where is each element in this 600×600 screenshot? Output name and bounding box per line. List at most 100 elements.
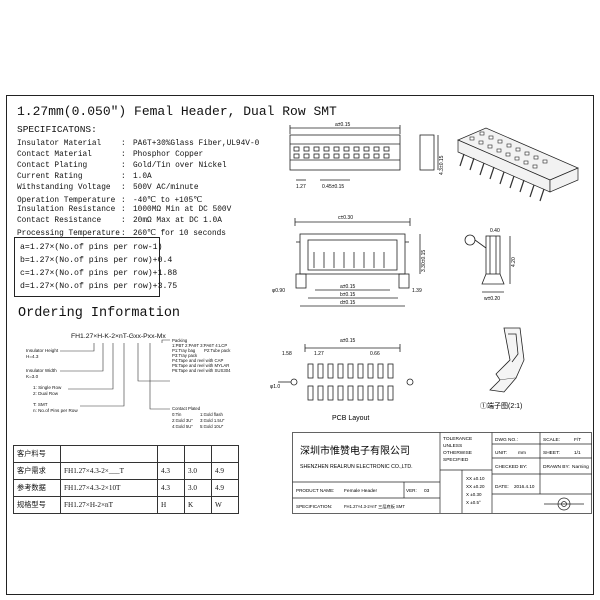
formula-d: d=1.27×(No.of pins per row)+3.75 — [20, 282, 178, 291]
spec-label: Contact Material — [17, 151, 92, 159]
formula-box: a=1.27×(No.of pins per row-1) b=1.27×(No… — [14, 237, 177, 297]
tol-x-05: X ±0.5° — [466, 500, 481, 505]
table-cell-h: 4.3 — [157, 479, 185, 497]
note-packing-mat: 1:PBT 2:PA9T 3:PA6T 4:LCP — [172, 343, 228, 348]
ver-label: VER: — [406, 488, 417, 493]
spec-label: Insulator Material — [17, 140, 102, 148]
table-cell-h: H — [157, 496, 185, 514]
tol-x-030: X ±0.30 — [466, 492, 482, 497]
note-packing-p1: P1:Tray bag — [172, 348, 196, 353]
title-block: 深圳市惟赞电子有限公司 SHENZHEN REALRUN ELECTRONIC … — [292, 432, 592, 514]
spec-row: Current Rating:1.0A — [17, 173, 152, 181]
tolerance-label: TOLERANCE — [443, 436, 472, 442]
sheet-value: 1/1 — [574, 450, 581, 456]
tolerance-otherwise: OTHERWISE — [443, 450, 472, 456]
page-title: 1.27mm(0.050″) Femal Header, Dual Row SM… — [17, 104, 337, 119]
spec-label: Withstanding Voltage — [17, 184, 111, 192]
dim-top-127: 1.27 — [296, 184, 306, 190]
table-cell-part: FH1.27×4.3-2×10T — [60, 479, 158, 497]
ordering-title: Ordering Information — [18, 306, 181, 321]
table-cell-w: 4.9 — [211, 479, 239, 497]
enlarged-terminal-label: ①端子图(2:1) — [480, 401, 522, 410]
spec-value: 260℃ for 10 seconds — [133, 230, 226, 238]
note-smt: T: SMT — [33, 402, 48, 407]
dim-mid-330: 3.30±0.15 — [421, 250, 427, 272]
table-cell-h — [157, 445, 185, 463]
spec-label: Current Rating — [17, 173, 83, 181]
dwg-no-label: DWG NO.: — [495, 437, 518, 443]
table-cell-k: 3.0 — [184, 462, 212, 480]
part-code: FH1.27×H-K-2×nT-Gxx-Pxx-Mx — [71, 333, 166, 340]
note-pins: n: No.of Pins per Row — [33, 408, 78, 413]
formula-b: b=1.27×(No.of pins per row)+0.4 — [20, 256, 173, 265]
scale-label: SCALE: — [543, 437, 560, 443]
table-row: 参考数据 FH1.27×4.3-2×10T 4.3 3.0 4.9 — [13, 479, 239, 497]
spec-label: Contact Resistance — [17, 217, 102, 225]
spec-row: Insulation Resistance:1000MΩ Min at DC 5… — [17, 206, 232, 214]
tol-xx-010: XX ±0.10 — [466, 476, 485, 481]
product-name-label: PRODUCT NAME: — [296, 488, 334, 493]
note-packing: Packing — [172, 338, 188, 343]
dim-pcb-158: 1.58 — [282, 351, 292, 357]
spec-row: Insulator Material:PA6T+30%Glass Fiber,U… — [17, 140, 260, 148]
table-cell-w — [211, 445, 239, 463]
table-cell-label: 客户料号 — [13, 445, 61, 463]
note-insulator-width: Insulator Width — [26, 368, 57, 373]
part-number-table: 客户料号 客户需求 FH1.27×4.3-2×___T 4.3 3.0 4.9 … — [13, 445, 239, 514]
note-plating-0: 0:Tin — [172, 412, 182, 417]
drawing-frame — [6, 95, 594, 595]
specification-label: SPECIFICATION: — [296, 504, 332, 509]
note-insulator-width-val: K=3.0 — [26, 374, 39, 379]
table-row: 客户需求 FH1.27×4.3-2×___T 4.3 3.0 4.9 — [13, 462, 239, 480]
terminal-detail-drawing: 0.40 4.20 w±0.20 — [464, 228, 517, 302]
spec-label: Contact Plating — [17, 162, 88, 170]
checked-by-label: CHECKED BY: — [495, 464, 527, 470]
spec-row: Contact Material:Phosphor Copper — [17, 151, 204, 159]
note-packing-p4: P4:Tape and reel with CAP — [172, 358, 224, 363]
table-cell-label: 规格型号 — [13, 496, 61, 514]
spec-value: 500V AC/minute — [133, 184, 199, 192]
table-cell-label: 客户需求 — [13, 462, 61, 480]
note-plating-2: 2:Gold 3U″ — [172, 418, 193, 423]
note-packing-p5: P5:Tape and reel with MYLAR — [172, 363, 230, 368]
dim-mid-d: d±0.15 — [340, 300, 355, 306]
drawn-by-value: Narning — [572, 464, 589, 470]
spec-label: Processing Temperature — [17, 230, 120, 238]
formula-a: a=1.27×(No.of pins per row-1) — [20, 243, 163, 252]
spec-row: Withstanding Voltage:500V AC/minute — [17, 184, 199, 192]
scale-value: F/T — [574, 437, 581, 443]
formula-c: c=1.27×(No.of pins per row)+1.88 — [20, 269, 178, 278]
table-cell-k: 3.0 — [184, 479, 212, 497]
dim-mid-a: a±0.15 — [340, 284, 355, 290]
note-packing-p2: P2:Tube pack — [204, 348, 231, 353]
dim-mid-phi: φ0.90 — [272, 288, 285, 294]
company-name-en: SHENZHEN REALRUN ELECTRONIC CO.,LTD. — [300, 464, 413, 470]
spec-row: Processing Temperature:260℃ for 10 secon… — [17, 230, 226, 238]
spec-value: 20mΩ Max at DC 1.0A — [133, 217, 222, 225]
tol-xx-020: XX ±0.20 — [466, 484, 485, 489]
table-cell-h: 4.3 — [157, 462, 185, 480]
note-plating: Contact Plated — [172, 406, 201, 411]
note-plating-1: 1:Gold flash — [200, 412, 223, 417]
ver-value: 03 — [424, 488, 430, 494]
unit-label: UNIT: — [495, 450, 507, 456]
spec-label: Operation Temperature — [17, 197, 116, 205]
note-packing-p6: P6:Tape and reel with SUS304 — [172, 368, 231, 373]
terminal-enlarged-drawing: ①端子图(2:1) — [480, 327, 525, 410]
table-cell-part — [60, 445, 158, 463]
dim-mid-139: 1.39 — [412, 288, 422, 294]
spec-value: 1.0A — [133, 173, 152, 181]
table-cell-w: W — [211, 496, 239, 514]
dim-pcb-phi: φ1.0 — [270, 384, 280, 390]
table-cell-k: K — [184, 496, 212, 514]
top-view-drawing: a±0.15 1.27 0.45±0.15 4.3±0.15 — [289, 122, 445, 190]
spec-label: Insulation Resistance — [17, 206, 116, 214]
connector-3d-illustration — [457, 127, 579, 202]
table-cell-part: FH1.27×H-2×nT — [60, 496, 158, 514]
spec-value: Phosphor Copper — [133, 151, 204, 159]
spec-value: 1000MΩ Min at DC 500V — [133, 206, 232, 214]
dim-pcb-066: 0.66 — [370, 351, 380, 357]
sheet-label: SHEET: — [543, 450, 560, 456]
